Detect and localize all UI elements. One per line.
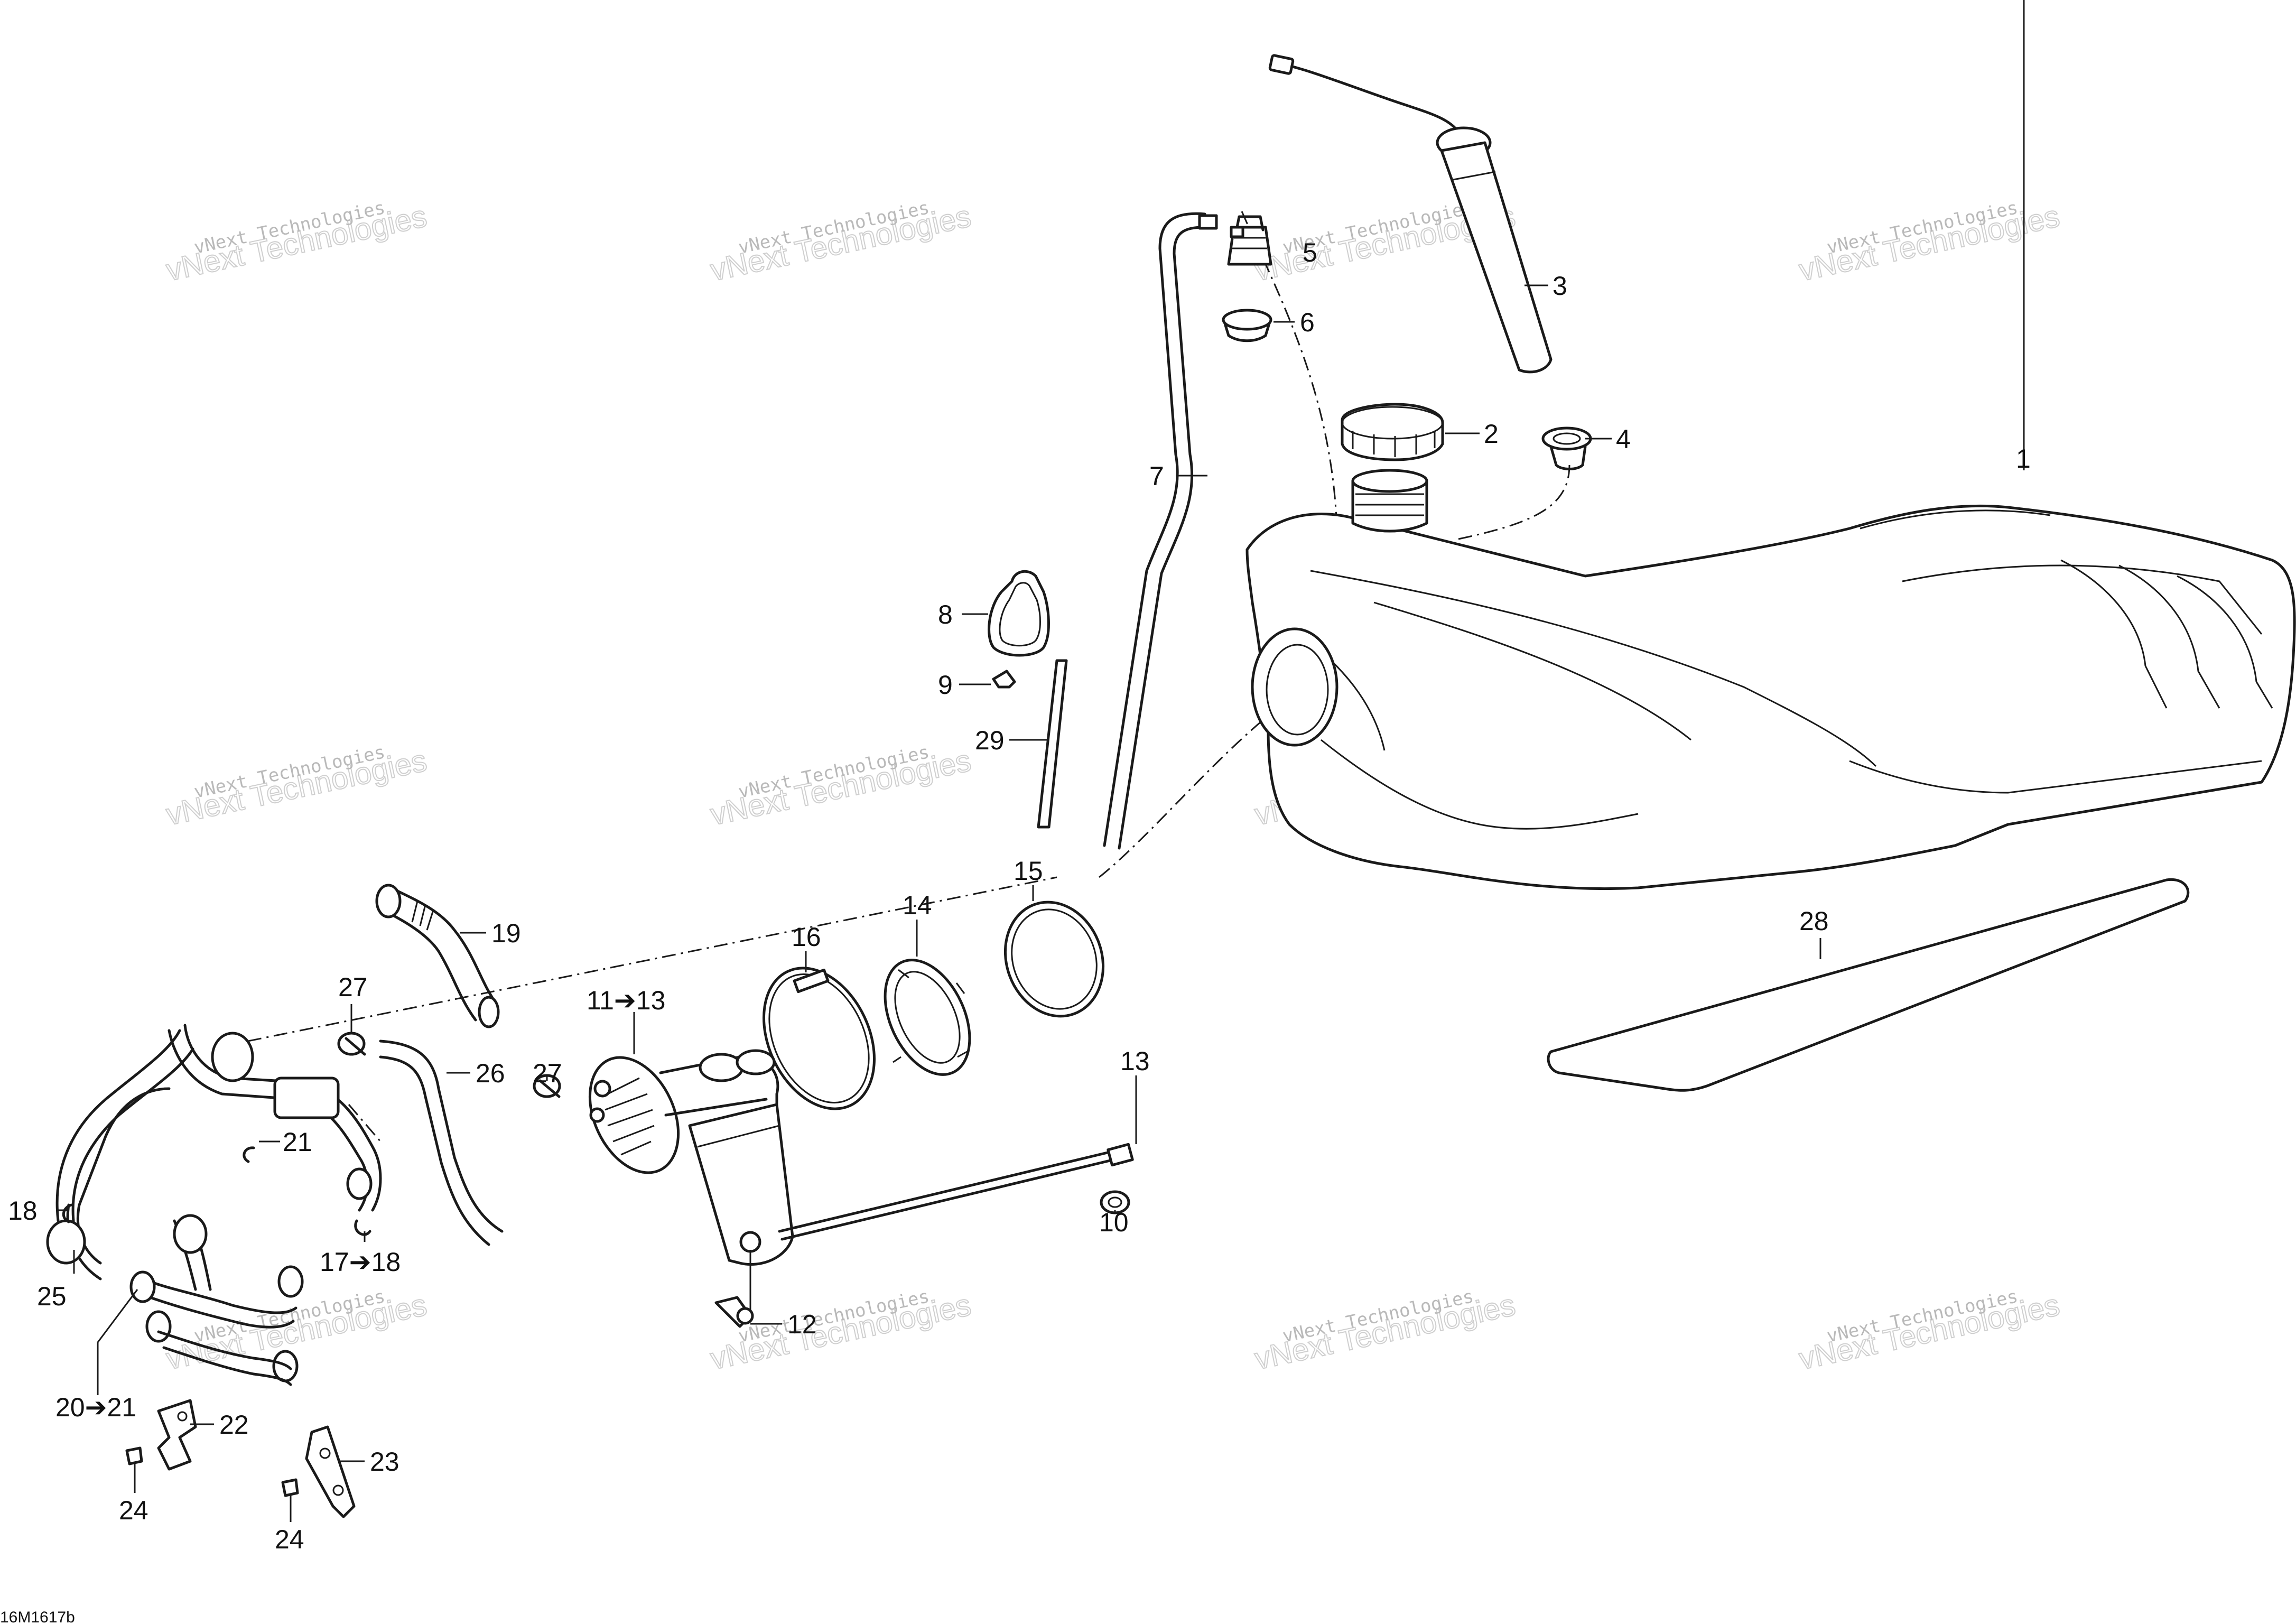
clip-18 <box>62 1203 73 1223</box>
o-ring-15 <box>1003 901 1105 1018</box>
callout-24a: 24 <box>119 1496 148 1525</box>
callout-21: 21 <box>283 1127 312 1157</box>
fuel-level-sensor <box>1268 54 1553 374</box>
clamp-27a <box>337 1032 366 1056</box>
callout-9: 9 <box>938 670 953 700</box>
callout-24b: 24 <box>275 1525 304 1554</box>
reference-code: 16M1617b <box>0 1609 75 1624</box>
callout-13: 13 <box>1120 1046 1150 1076</box>
watermark: vNext Technologies vNext Technologies <box>1251 1286 1519 1377</box>
grommet-4 <box>1541 426 1592 470</box>
callout-19: 19 <box>491 918 521 948</box>
callout-27b: 27 <box>533 1059 562 1088</box>
washer-10 <box>1100 1190 1130 1214</box>
bracket-22 <box>157 1399 197 1471</box>
screw-24a <box>125 1446 143 1465</box>
callout-11: 11➔13 <box>587 986 665 1015</box>
hose-assembly-25 <box>46 1024 382 1386</box>
callout-28: 28 <box>1799 906 1829 936</box>
lock-ring-14 <box>884 959 971 1076</box>
fuel-tank <box>1245 469 2296 890</box>
callout-4: 4 <box>1616 424 1631 454</box>
callout-15: 15 <box>1014 856 1043 886</box>
callout-22: 22 <box>219 1410 249 1440</box>
watermark: vNext Technologies vNext Technologies <box>163 741 430 832</box>
watermark: vNext Technologies vNext Technologies <box>707 197 974 288</box>
vent-hose <box>1103 212 1218 850</box>
callout-8: 8 <box>938 600 953 629</box>
clip-9 <box>992 670 1016 689</box>
callout-29: 29 <box>975 726 1005 755</box>
callout-23: 23 <box>370 1447 399 1477</box>
fuel-pump-module <box>588 1049 1134 1266</box>
callout-5: 5 <box>1303 238 1317 267</box>
grommet-6 <box>1222 309 1272 342</box>
callout-1: 1 <box>2016 444 2031 474</box>
hose-19 <box>375 884 500 1028</box>
callout-3: 3 <box>1553 271 1567 301</box>
fuel-cap <box>1341 403 1444 461</box>
callout-18: 18 <box>8 1196 38 1226</box>
watermark: vNext Technologies vNext Technologies <box>1796 197 2063 288</box>
watermark: vNext Technologies vNext Technologies <box>707 741 974 832</box>
callout-7: 7 <box>1149 461 1164 491</box>
callout-10: 10 <box>1099 1208 1129 1237</box>
leader-lines <box>58 0 2025 1522</box>
callout-25: 25 <box>37 1282 67 1311</box>
bracket-23 <box>305 1425 356 1518</box>
callout-20: 20➔21 <box>55 1393 136 1422</box>
watermark: vNext Technologies vNext Technologies <box>163 197 430 288</box>
callout-6: 6 <box>1300 308 1315 337</box>
clip-12 <box>714 1296 754 1328</box>
callout-27a: 27 <box>338 972 368 1002</box>
callout-17: 17➔18 <box>320 1247 401 1277</box>
callouts: 1 2 3 4 5 6 7 8 9 10 11➔13 12 13 14 15 1… <box>8 238 2031 1554</box>
callout-16: 16 <box>792 922 821 952</box>
tube-29 <box>1037 659 1068 829</box>
screw-24b <box>281 1478 299 1497</box>
watermark: vNext Technologies vNext Technologies <box>707 1286 974 1377</box>
gasket-8 <box>988 570 1050 657</box>
watermark: vNext Technologies vNext Technologies <box>1796 1286 2063 1377</box>
vent-valve <box>1227 215 1272 266</box>
pad-28 <box>1547 878 2190 1092</box>
callout-12: 12 <box>787 1310 817 1339</box>
callout-26: 26 <box>476 1059 505 1088</box>
clip-21 <box>243 1146 255 1163</box>
hose-26 <box>379 1040 504 1246</box>
callout-2: 2 <box>1484 419 1499 449</box>
clip-17 <box>354 1219 371 1236</box>
callout-14: 14 <box>903 890 932 920</box>
